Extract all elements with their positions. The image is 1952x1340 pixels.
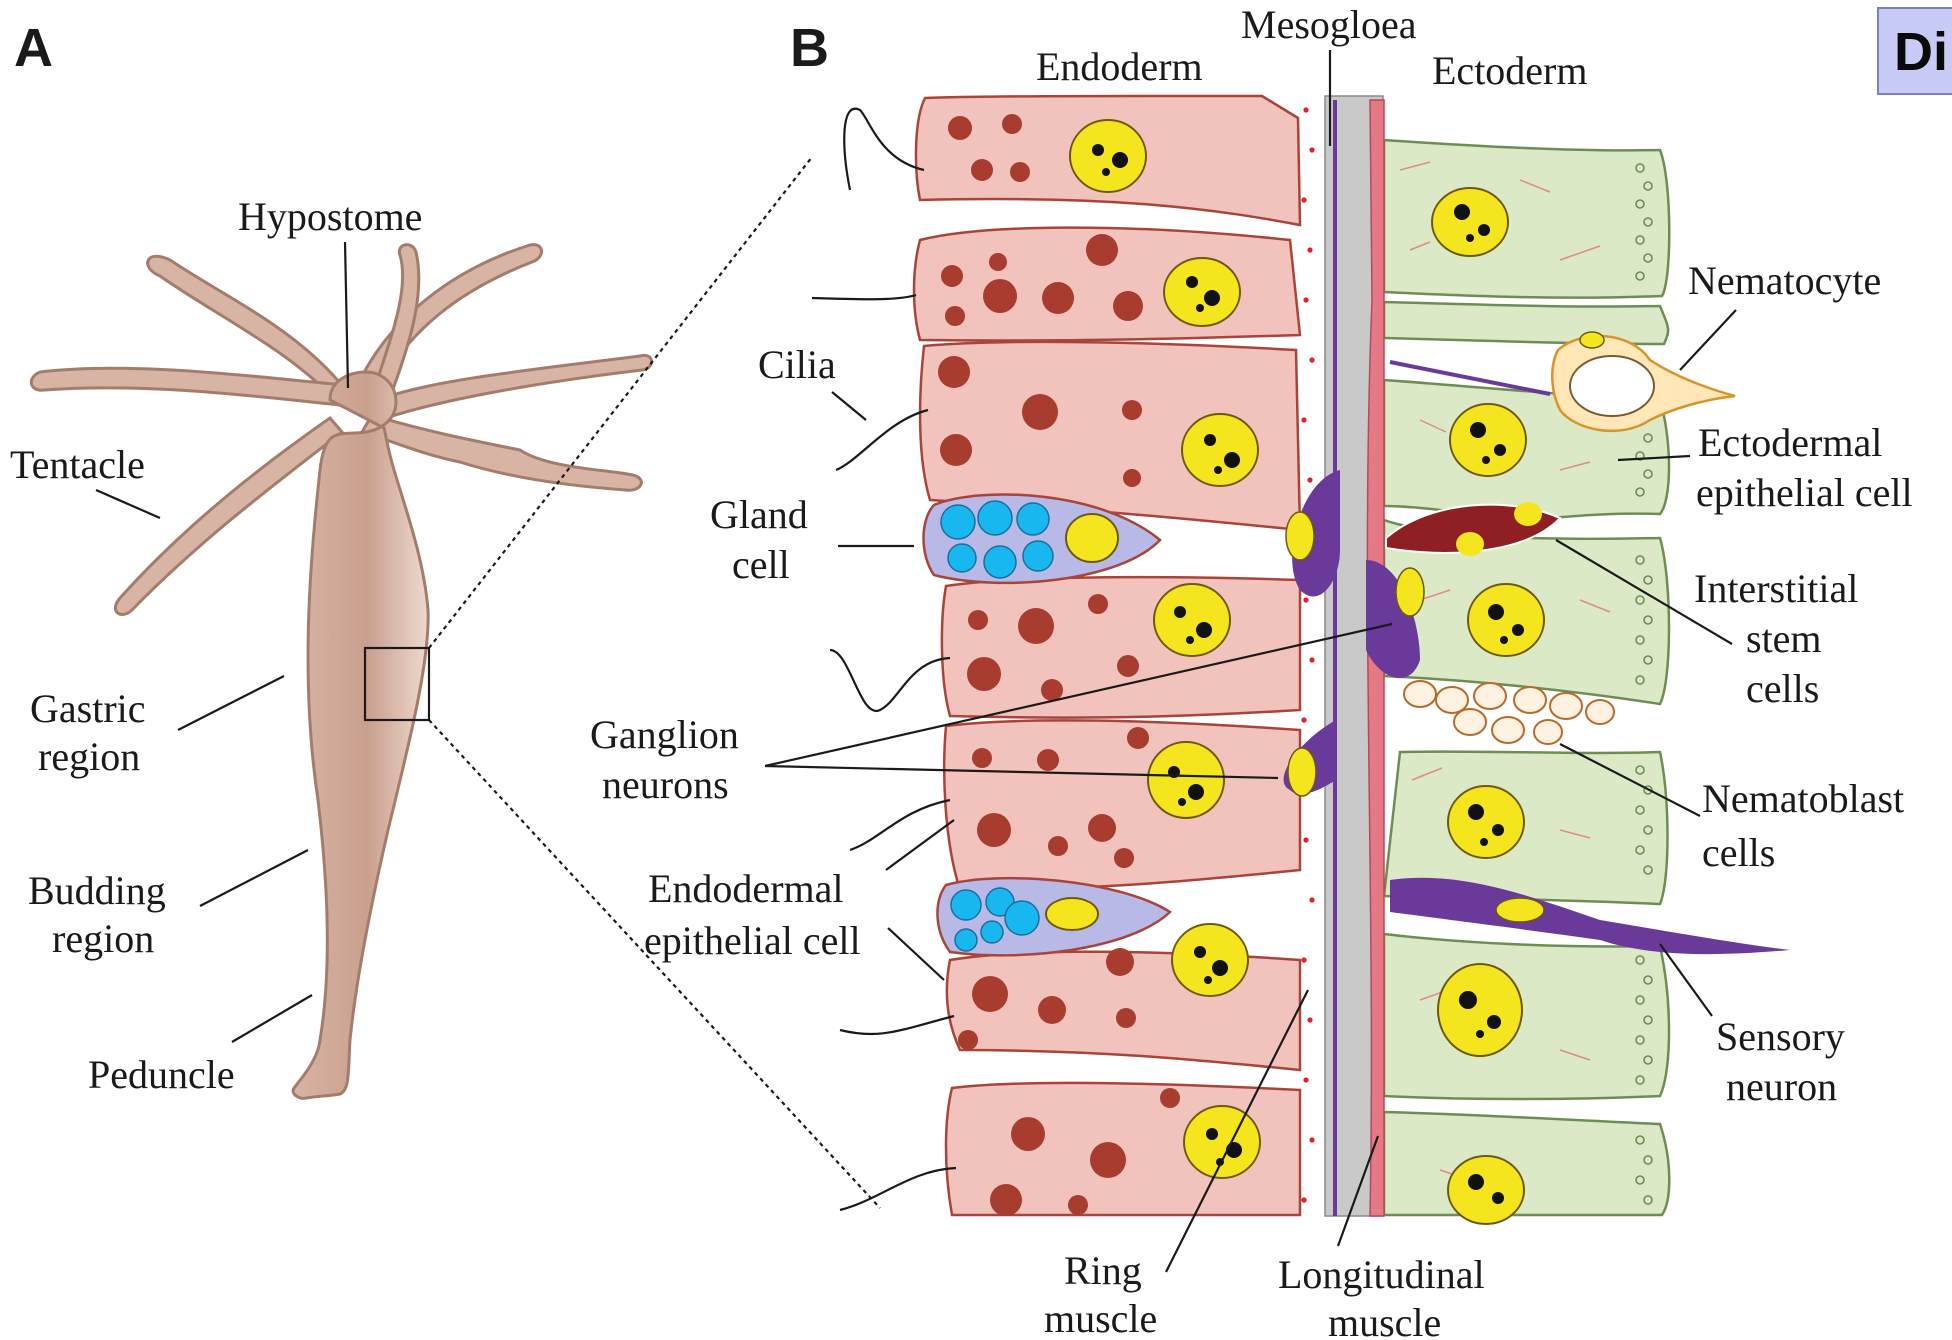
label-mesogloea: Mesogloea: [1241, 2, 1417, 47]
label-sensory-line1: Sensory: [1716, 1014, 1845, 1059]
hydra-column: [293, 372, 428, 1098]
label-interstitial-line3: cells: [1746, 666, 1819, 711]
leader-peduncle: [232, 995, 312, 1042]
label-ring-line2: muscle: [1044, 1296, 1157, 1340]
leader-budding: [200, 850, 308, 906]
ectoderm-cell: [1384, 1112, 1669, 1215]
label-endo-epi-line2: epithelial cell: [644, 918, 861, 963]
leader-hypostome: [345, 242, 348, 388]
label-tentacle: Tentacle: [10, 442, 145, 487]
label-nematoblast-line1: Nematoblast: [1702, 776, 1904, 821]
label-interstitial-line1: Interstitial: [1694, 566, 1858, 611]
label-interstitial-line2: stem: [1746, 616, 1822, 661]
leader-tentacle: [96, 490, 160, 518]
leader-endo-epi-a: [886, 820, 954, 870]
leader-gastric: [178, 676, 284, 730]
label-endoderm: Endoderm: [1036, 44, 1203, 89]
label-nematoblast-line2: cells: [1702, 830, 1775, 875]
corner-badge: Di: [1878, 8, 1952, 94]
label-ecto-epi-line2: epithelial cell: [1696, 470, 1913, 515]
ectoderm-cell: [1384, 302, 1668, 344]
panel-b: B: [590, 2, 1913, 1340]
ectoderm-cell: [1384, 140, 1669, 298]
label-ring-line1: Ring: [1064, 1248, 1142, 1293]
label-cilia: Cilia: [758, 342, 836, 387]
label-ganglion-line2: neurons: [602, 762, 729, 807]
label-endo-epi-line1: Endodermal: [648, 866, 844, 911]
label-hypostome: Hypostome: [238, 194, 422, 239]
label-gland-line1: Gland: [710, 492, 808, 537]
endoderm-cell: [942, 577, 1300, 717]
label-gastric-line1: Gastric: [30, 686, 146, 731]
nematocyte-cell: [1552, 332, 1735, 431]
label-gland-line2: cell: [732, 542, 790, 587]
label-longitudinal-line2: muscle: [1328, 1300, 1441, 1340]
label-nematocyte: Nematocyte: [1688, 258, 1881, 303]
ectoderm-cell: [1384, 934, 1669, 1099]
label-budding-line1: Budding: [28, 868, 166, 913]
label-sensory-line2: neuron: [1726, 1064, 1837, 1109]
label-peduncle: Peduncle: [88, 1052, 235, 1097]
label-ectoderm: Ectoderm: [1432, 48, 1588, 93]
panel-letter-b: B: [790, 18, 829, 78]
panel-a: A Hypostome Tentacle Gastric region: [10, 18, 880, 1208]
hydra-body: [31, 245, 651, 1099]
badge-text: Di: [1894, 22, 1948, 82]
panel-letter-a: A: [14, 18, 53, 78]
label-ganglion-line1: Ganglion: [590, 712, 739, 757]
label-budding-line2: region: [52, 916, 154, 961]
label-longitudinal-line1: Longitudinal: [1278, 1252, 1485, 1297]
label-gastric-line2: region: [38, 734, 140, 779]
label-ecto-epi-line1: Ectodermal: [1698, 420, 1882, 465]
ectoderm-layer: [1384, 140, 1669, 1215]
ring-muscle-dots: [1301, 107, 1314, 1202]
leader-nematocyte: [1680, 310, 1736, 370]
leader-endo-epi-b: [888, 928, 944, 980]
leader-cilia: [832, 392, 866, 420]
